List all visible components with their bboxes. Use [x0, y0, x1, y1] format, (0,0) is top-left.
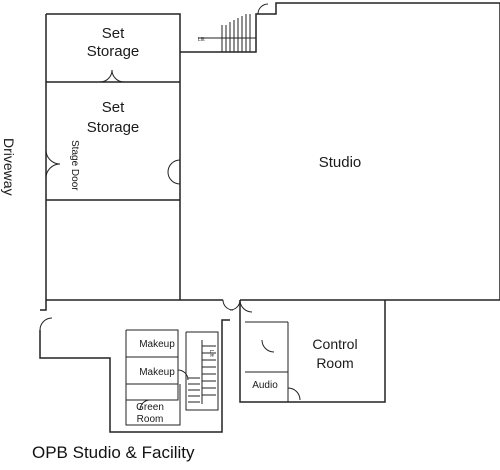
control-room-label-line2: Room	[316, 355, 353, 371]
makeup-1-label: Makeup	[139, 339, 175, 350]
control-room-label-line1: Control	[312, 336, 357, 352]
makeup-2-label: Makeup	[139, 367, 175, 378]
stairs-lower	[188, 340, 216, 404]
lift-2-label: Lift	[208, 350, 214, 357]
stage-door-label: Stage Door	[69, 140, 80, 191]
set-storage-2-label-line1: Set	[102, 99, 125, 116]
studio-label: Studio	[319, 154, 362, 171]
green-room-label-line1: Green	[136, 402, 164, 413]
set-storage-2-label-line2: Storage	[87, 119, 140, 136]
driveway-label: Driveway	[1, 138, 17, 196]
set-storage-1-label-line2: Storage	[87, 43, 140, 60]
doors	[39, 69, 301, 411]
lift-1-label: Lift	[198, 37, 205, 43]
audio-label: Audio	[252, 380, 278, 391]
green-room-label-line2: Room	[137, 414, 164, 425]
stairs-upper	[198, 3, 269, 52]
set-storage-1-label-line1: Set	[102, 25, 125, 42]
map-title: OPB Studio & Facility	[32, 443, 195, 462]
walls	[39, 2, 500, 433]
